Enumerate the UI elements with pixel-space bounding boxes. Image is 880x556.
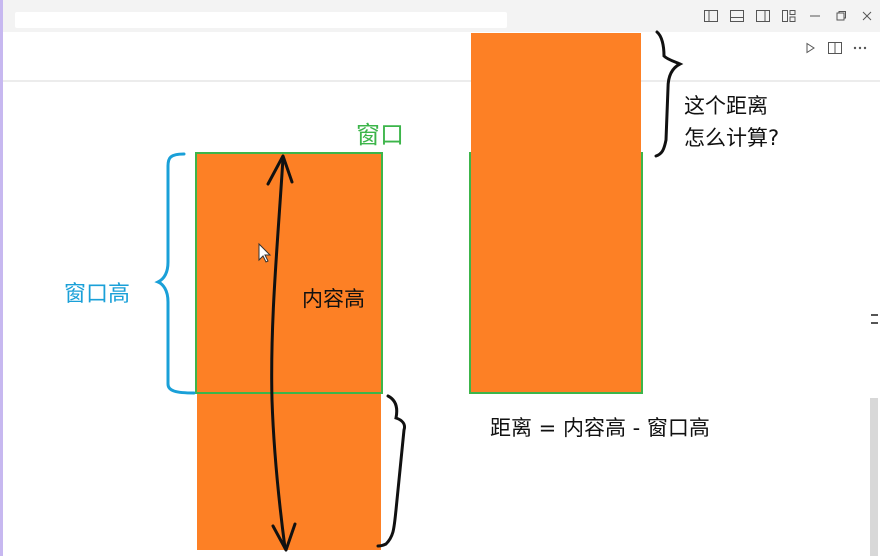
editor-toolbar — [3, 32, 880, 82]
more-actions-icon[interactable] — [849, 38, 870, 58]
scrollbar-thumb[interactable] — [870, 398, 878, 556]
window-frame-right — [469, 152, 643, 394]
question-line-1: 这个距离 — [684, 94, 768, 118]
restore-icon[interactable] — [828, 0, 854, 32]
minimize-icon[interactable] — [802, 0, 828, 32]
window-controls — [690, 0, 880, 32]
gap-brace-right — [654, 30, 684, 158]
content-height-label: 内容高 — [302, 287, 365, 311]
gap-brace-left — [376, 394, 406, 548]
content-block-left — [197, 153, 381, 550]
run-icon[interactable] — [800, 38, 821, 58]
question-line-2: 怎么计算? — [684, 126, 780, 150]
content-block-right — [471, 33, 641, 393]
split-editor-icon[interactable] — [825, 38, 846, 58]
customize-layout-icon[interactable] — [776, 0, 802, 32]
tab-strip[interactable] — [15, 12, 507, 28]
window-edge — [0, 0, 3, 556]
window-height-label: 窗口高 — [64, 282, 131, 307]
content-height-arrow — [270, 156, 287, 550]
toggle-panel-icon[interactable] — [724, 0, 750, 32]
scrollbar-marker — [871, 314, 878, 324]
title-bar — [3, 0, 880, 32]
close-icon[interactable] — [854, 0, 880, 32]
formula-label: 距离 = 内容高 - 窗口高 — [490, 416, 710, 440]
window-height-brace — [154, 152, 196, 395]
editor-actions — [800, 38, 870, 58]
toggle-primary-sidebar-icon[interactable] — [698, 0, 724, 32]
mouse-cursor — [258, 242, 272, 263]
toggle-secondary-sidebar-icon[interactable] — [750, 0, 776, 32]
window-label: 窗口 — [356, 121, 404, 149]
window-frame-left — [195, 152, 383, 394]
